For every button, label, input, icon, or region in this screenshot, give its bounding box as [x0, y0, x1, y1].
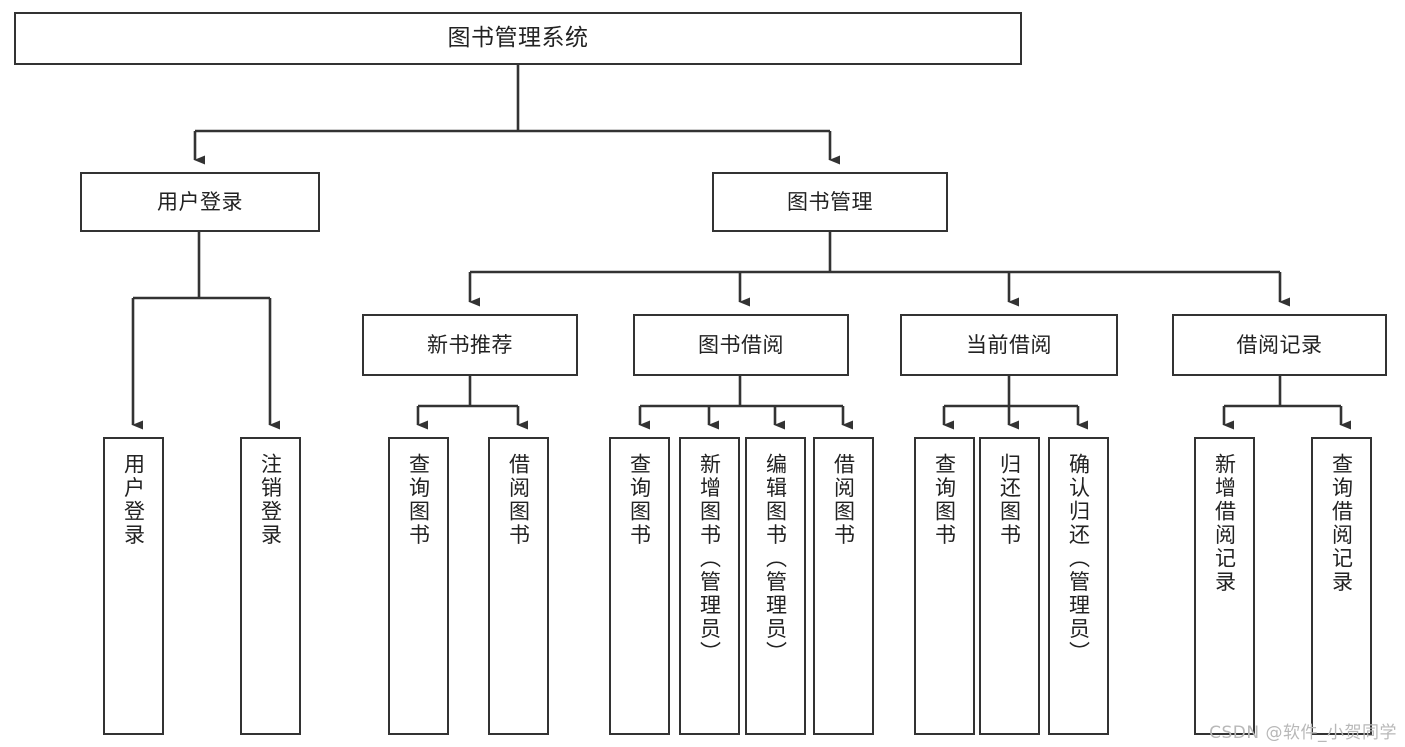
node-label: 图书管理系统 [447, 24, 589, 51]
leaf-return-book[interactable]: 归还图书 [979, 437, 1040, 735]
node-label: 借阅记录 [1236, 332, 1323, 357]
node-label: 查询图书 [932, 453, 957, 547]
node-label: 新增借阅记录 [1212, 453, 1237, 594]
leaf-query-borrowing-record[interactable]: 查询借阅记录 [1311, 437, 1372, 735]
node-label: 编辑图书（管理员） [763, 453, 788, 665]
leaf-edit-book-admin[interactable]: 编辑图书（管理员） [745, 437, 806, 735]
leaf-query-book-current[interactable]: 查询图书 [914, 437, 975, 735]
node-label: 图书借阅 [698, 332, 784, 357]
node-user-login[interactable]: 用户登录 [80, 172, 320, 232]
node-label: 用户登录 [121, 453, 146, 547]
node-current-borrowing[interactable]: 当前借阅 [900, 314, 1118, 376]
node-label: 当前借阅 [966, 332, 1052, 357]
node-label: 确认归还（管理员） [1066, 453, 1091, 665]
node-label: 查询图书 [406, 453, 431, 547]
node-label: 注销登录 [258, 453, 283, 547]
node-label: 借阅图书 [506, 453, 531, 547]
node-label: 归还图书 [997, 453, 1022, 547]
node-label: 新增图书（管理员） [697, 453, 722, 665]
leaf-user-logout[interactable]: 注销登录 [240, 437, 301, 735]
node-label: 查询图书 [627, 453, 652, 547]
node-label: 用户登录 [157, 189, 243, 214]
node-label: 查询借阅记录 [1329, 453, 1354, 594]
leaf-borrow-book-new-book[interactable]: 借阅图书 [488, 437, 549, 735]
node-new-book-recommendation[interactable]: 新书推荐 [362, 314, 578, 376]
node-book-borrowing[interactable]: 图书借阅 [633, 314, 849, 376]
leaf-query-book-borrow[interactable]: 查询图书 [609, 437, 670, 735]
leaf-borrow-book-borrow[interactable]: 借阅图书 [813, 437, 874, 735]
leaf-add-book-admin[interactable]: 新增图书（管理员） [679, 437, 740, 735]
node-book-management[interactable]: 图书管理 [712, 172, 948, 232]
leaf-add-borrowing-record[interactable]: 新增借阅记录 [1194, 437, 1255, 735]
node-label: 借阅图书 [831, 453, 856, 547]
node-label: 图书管理 [787, 189, 873, 214]
node-borrowing-record[interactable]: 借阅记录 [1172, 314, 1387, 376]
leaf-confirm-return-admin[interactable]: 确认归还（管理员） [1048, 437, 1109, 735]
node-label: 新书推荐 [427, 332, 513, 357]
leaf-query-book-new-book[interactable]: 查询图书 [388, 437, 449, 735]
csdn-watermark: CSDN @软件_小贺同学 [1209, 723, 1397, 743]
leaf-user-login[interactable]: 用户登录 [103, 437, 164, 735]
node-root-book-management-system[interactable]: 图书管理系统 [14, 12, 1022, 65]
